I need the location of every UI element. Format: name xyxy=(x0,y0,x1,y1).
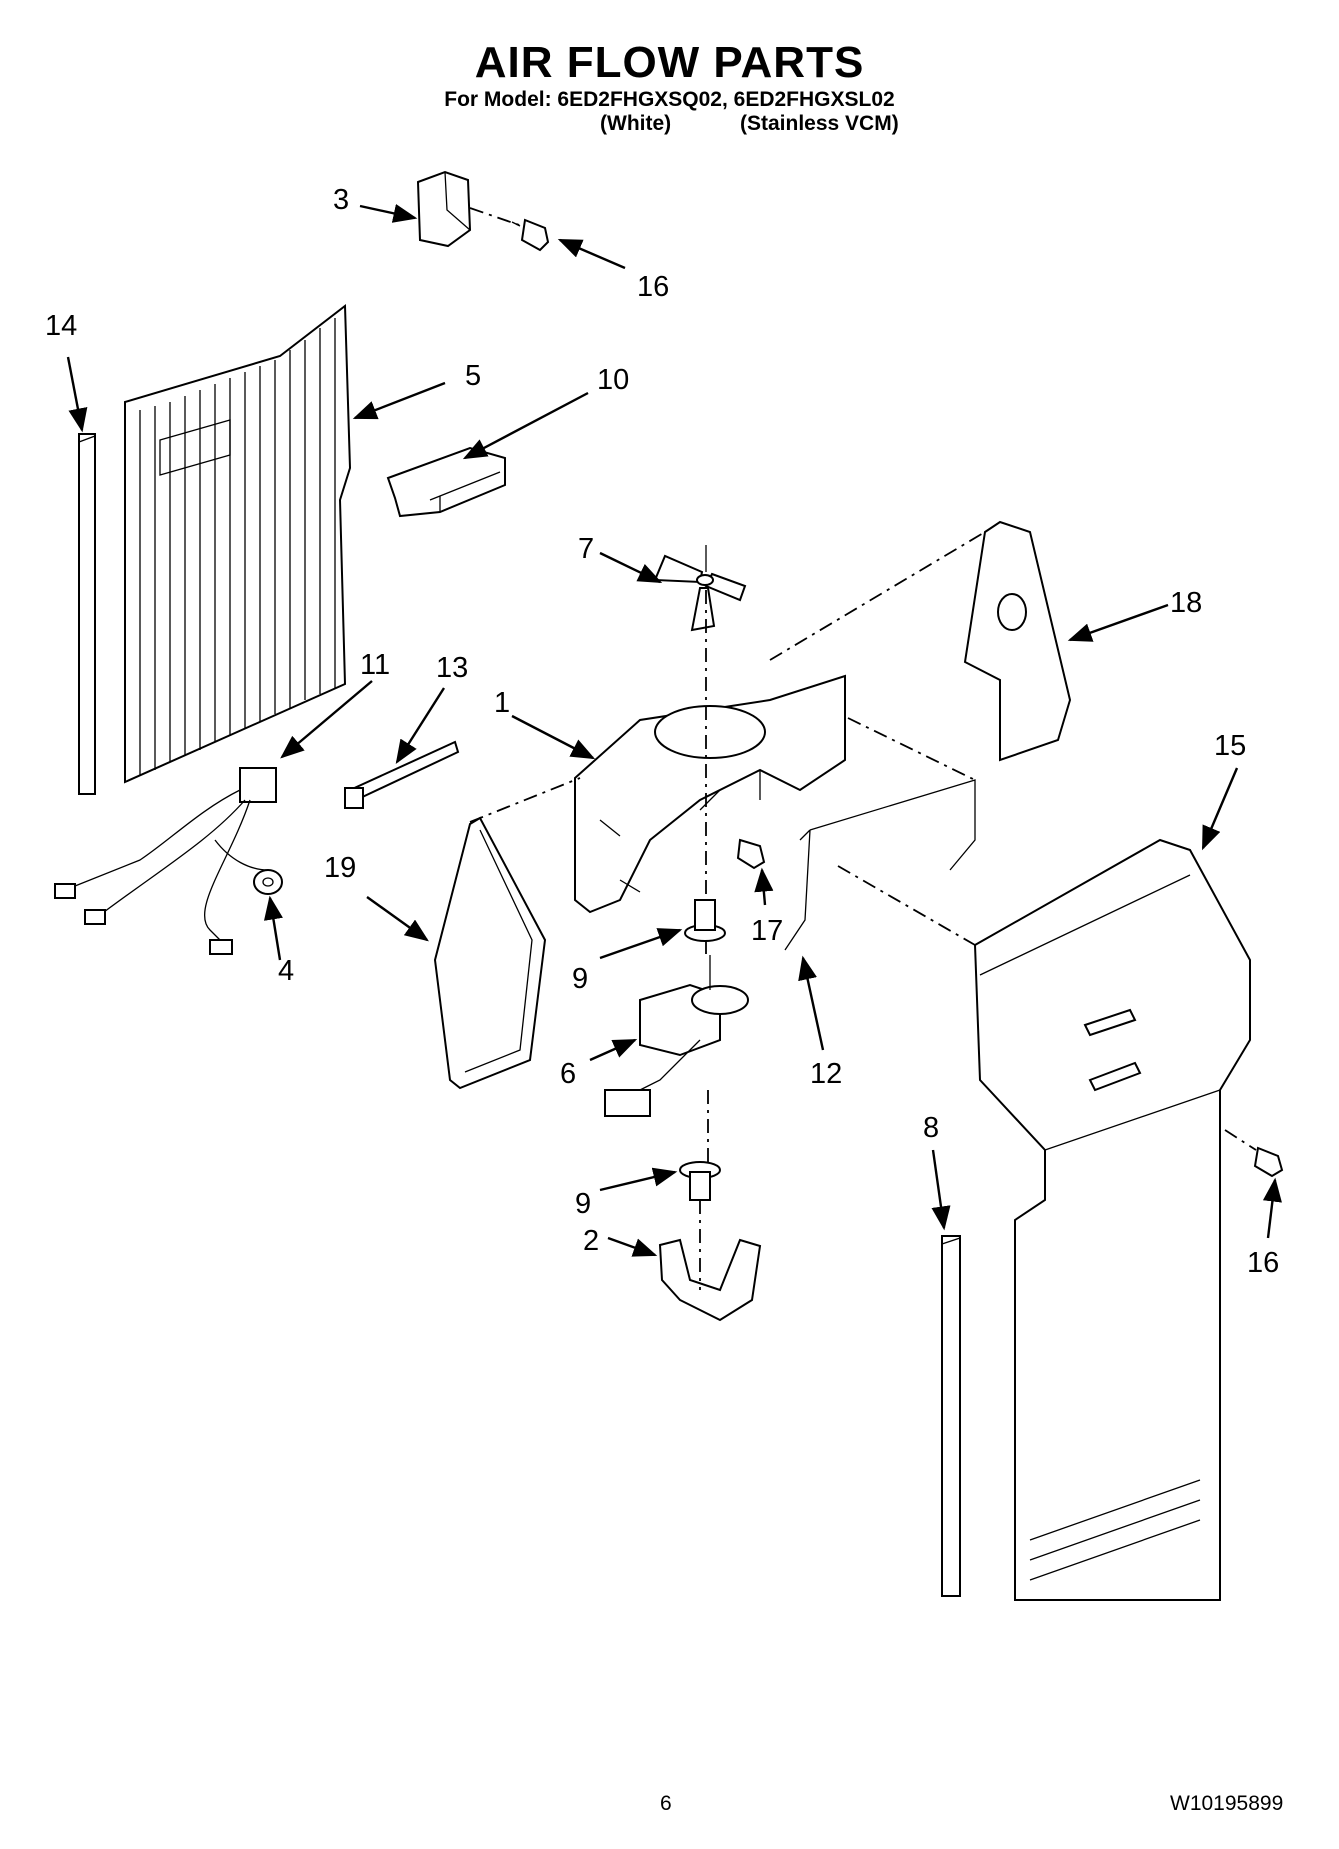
part-6-fan-motor xyxy=(604,955,749,1117)
callout-6: 6 xyxy=(560,1058,576,1090)
variant-white: (White) xyxy=(600,112,672,135)
part-7-fan-blade xyxy=(653,545,747,632)
part-19-duct-panel xyxy=(433,816,547,1090)
page-number: 6 xyxy=(660,1792,672,1815)
part-3-cap xyxy=(416,170,472,248)
callout-9-lower: 9 xyxy=(575,1188,591,1220)
part-15-rear-panel xyxy=(973,838,1251,1601)
part-2-motor-bracket xyxy=(658,1238,762,1322)
part-5-evaporator-cover xyxy=(124,304,352,784)
callout-14: 14 xyxy=(45,310,77,342)
part-9-grommet-upper xyxy=(684,899,726,942)
callout-15: 15 xyxy=(1214,730,1246,762)
variant-stainless: (Stainless VCM) xyxy=(740,112,899,135)
callout-leaders xyxy=(66,204,1282,1257)
assembly-lines xyxy=(469,531,986,1290)
part-8-gasket xyxy=(941,1235,961,1597)
callout-16-right: 16 xyxy=(1247,1247,1279,1279)
part-12-clip xyxy=(784,779,976,951)
callout-8: 8 xyxy=(923,1112,939,1144)
callout-labels: 3 16 14 5 10 7 18 11 13 1 15 19 4 17 9 6… xyxy=(45,184,1279,1279)
callout-2: 2 xyxy=(583,1225,599,1257)
callout-1: 1 xyxy=(494,687,510,719)
part-17-screw xyxy=(736,838,766,870)
callout-10: 10 xyxy=(597,364,629,396)
part-4-grommet xyxy=(214,839,283,895)
part-16-screw-top xyxy=(511,218,550,252)
callout-11: 11 xyxy=(360,649,390,681)
callout-19: 19 xyxy=(324,852,356,884)
assembly-line xyxy=(469,207,523,227)
document-number: W10195899 xyxy=(1170,1792,1284,1815)
page-title: AIR FLOW PARTS xyxy=(474,38,865,87)
callout-17: 17 xyxy=(751,915,783,947)
part-14-gasket xyxy=(78,433,96,795)
callout-5: 5 xyxy=(465,360,481,392)
callout-13: 13 xyxy=(436,652,468,684)
callout-16-top: 16 xyxy=(637,271,669,303)
part-16-screw-right xyxy=(1253,1146,1284,1178)
callout-7: 7 xyxy=(578,533,594,565)
callout-4: 4 xyxy=(278,955,294,987)
part-10-damper xyxy=(386,446,506,518)
callout-12: 12 xyxy=(810,1058,842,1090)
callout-18: 18 xyxy=(1170,587,1202,619)
part-13-cable-tie xyxy=(344,740,460,809)
part-1-fan-shroud xyxy=(574,674,846,914)
part-11-wire-harness xyxy=(54,767,277,955)
part-18-insulation xyxy=(963,520,1072,762)
model-line: For Model: 6ED2FHGXSQ02, 6ED2FHGXSL02 xyxy=(444,88,895,111)
callout-3: 3 xyxy=(333,184,349,216)
callout-9-upper: 9 xyxy=(572,963,588,995)
part-9-grommet-lower xyxy=(679,1161,721,1201)
assembly-line xyxy=(1224,1129,1257,1151)
